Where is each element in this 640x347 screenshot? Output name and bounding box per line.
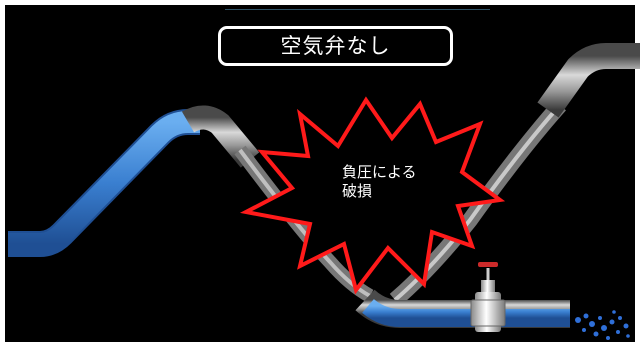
burst-label-line1: 負圧による <box>342 163 417 181</box>
left-peak-pipe <box>181 105 260 168</box>
title-text: 空気弁なし <box>280 34 391 58</box>
burst-label-line2: 破損 <box>342 182 373 200</box>
burst-label: 負圧による 破損 <box>342 163 417 201</box>
title-box: 空気弁なし <box>218 26 453 66</box>
top-accent-line <box>225 9 490 10</box>
gate-valve-icon <box>470 262 506 332</box>
right-top-pipe <box>537 43 640 118</box>
left-water-pipe <box>8 109 200 257</box>
valley-water-pipe <box>355 289 570 328</box>
burst-star-icon <box>239 96 506 295</box>
water-spray-icon <box>575 310 630 340</box>
